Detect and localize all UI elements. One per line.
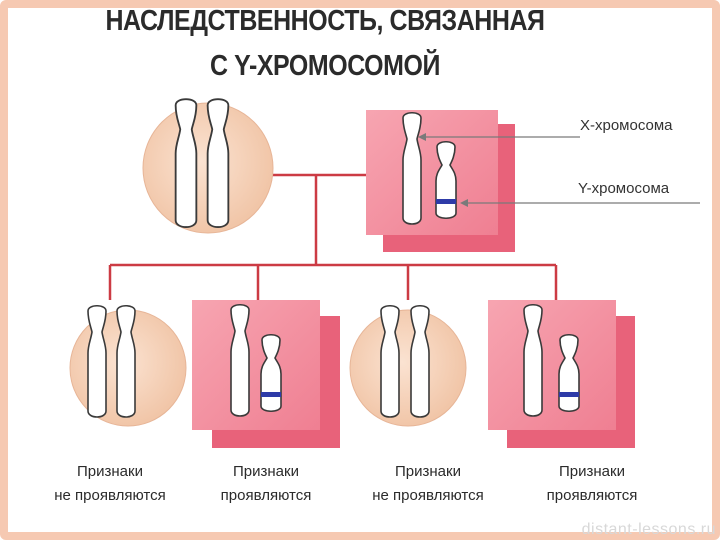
offspring-3-cell [349,304,467,427]
offspring-4-cell [488,300,635,448]
caption-line2: не проявляются [372,487,484,504]
x-chromosome [87,304,107,418]
caption-line2: не проявляются [54,487,166,504]
y-gene-marker [559,392,579,397]
x-chromosome [380,304,400,418]
caption-line2: проявляются [546,487,638,504]
x-chromosome-label: X-хромосома [580,117,673,134]
y-gene-marker [261,392,281,397]
male-parent-cell [366,110,515,252]
y-chromosome [260,333,282,413]
offspring-3-caption: Признаки не проявляются [348,460,508,508]
x-chromosome [116,304,136,418]
x-chromosome [523,303,543,417]
y-gene-marker [436,199,456,204]
slide-title-line1: НАСЛЕДСТВЕННОСТЬ, СВЯЗАННАЯ [105,5,545,37]
caption-line1: Признаки [77,463,143,480]
y-chromosome-label: Y-хромосома [578,180,670,197]
label-pointers [418,133,700,207]
x-chromosome [174,98,198,229]
caption-line1: Признаки [233,463,299,480]
offspring-1-cell [69,304,187,427]
x-chromosome [230,303,250,417]
slide-title-line2: С Y-ХРОМОСОМОЙ [210,50,440,82]
y-chromosome [558,333,580,413]
watermark: distant-lessons.ru [581,521,716,538]
x-chromosome [410,304,430,418]
offspring-4-caption: Признаки проявляются [512,460,672,508]
y-chromosome [435,140,457,220]
female-parent-cell [142,98,274,234]
pedigree-lines [108,173,558,300]
x-chromosome [206,98,230,229]
caption-line2: проявляются [220,487,312,504]
offspring-2-caption: Признаки проявляются [186,460,346,508]
offspring-2-cell [192,300,340,448]
x-chromosome [402,111,422,225]
caption-line1: Признаки [395,463,461,480]
caption-line1: Признаки [559,463,625,480]
offspring-1-caption: Признаки не проявляются [30,460,190,508]
